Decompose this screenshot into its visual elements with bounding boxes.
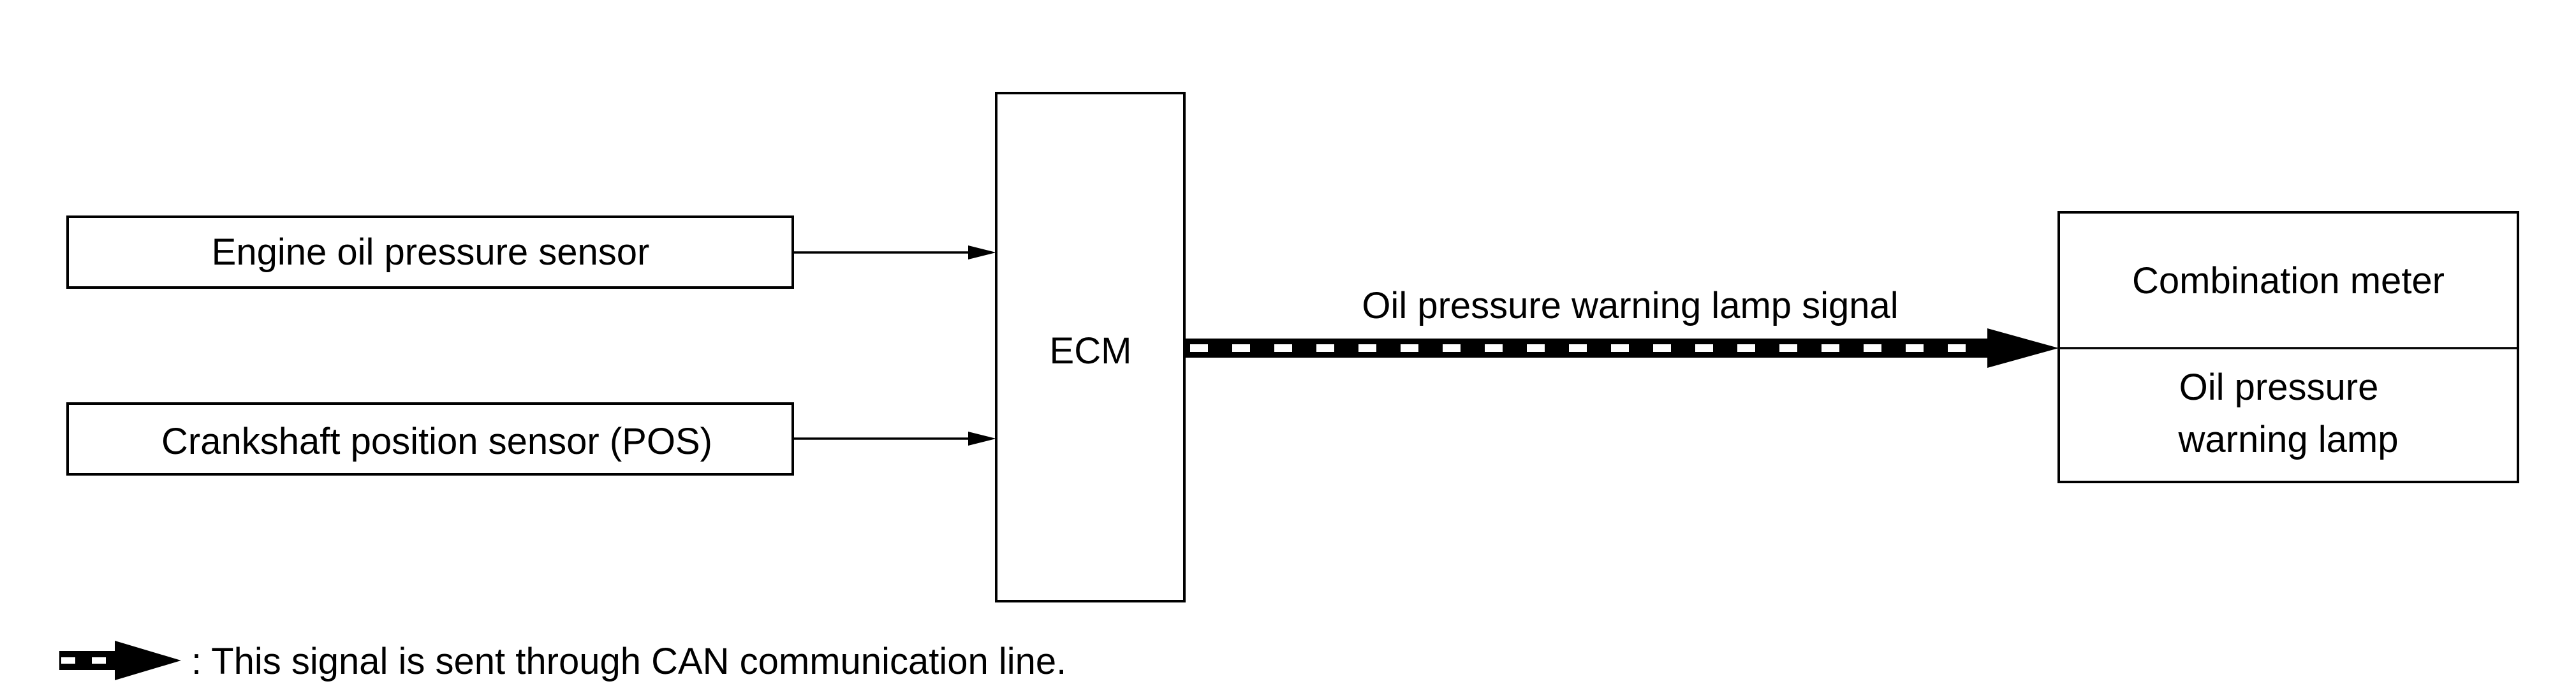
oil-pressure-warning-lamp-line2: warning lamp: [2178, 419, 2399, 460]
engine-oil-pressure-sensor-box: [66, 215, 794, 289]
legend: : This signal is sent through CAN commun…: [59, 641, 1066, 682]
ecm-block: ECM: [995, 92, 1186, 602]
arrowhead: [968, 245, 996, 259]
crankshaft-position-sensor-block: Crankshaft position sensor (POS): [66, 402, 794, 476]
can-legend-icon: [59, 641, 181, 680]
input-arrow-crankshaft: [793, 432, 996, 446]
ecm-label: ECM: [1050, 330, 1132, 372]
engine-oil-pressure-sensor-block: Engine oil pressure sensor: [66, 215, 794, 289]
combination-meter-title: Combination meter: [2132, 260, 2445, 302]
can-arrowhead: [1987, 328, 2059, 368]
arrowhead: [968, 432, 996, 446]
input-arrow-oil-pressure: [793, 245, 996, 259]
can-signal-line: Oil pressure warning lamp signal: [1184, 285, 2059, 368]
engine-oil-pressure-sensor-label: Engine oil pressure sensor: [212, 231, 650, 273]
legend-text: : This signal is sent through CAN commun…: [191, 641, 1066, 682]
can-signal-label: Oil pressure warning lamp signal: [1362, 285, 1898, 326]
crankshaft-position-sensor-label: Crankshaft position sensor (POS): [161, 421, 712, 462]
crankshaft-position-sensor-box: [66, 402, 794, 476]
combination-meter-block: Combination meter Oil pressure warning l…: [2057, 211, 2519, 483]
oil-pressure-warning-lamp-line1: Oil pressure: [2179, 367, 2379, 408]
ecm-box: [995, 92, 1186, 602]
